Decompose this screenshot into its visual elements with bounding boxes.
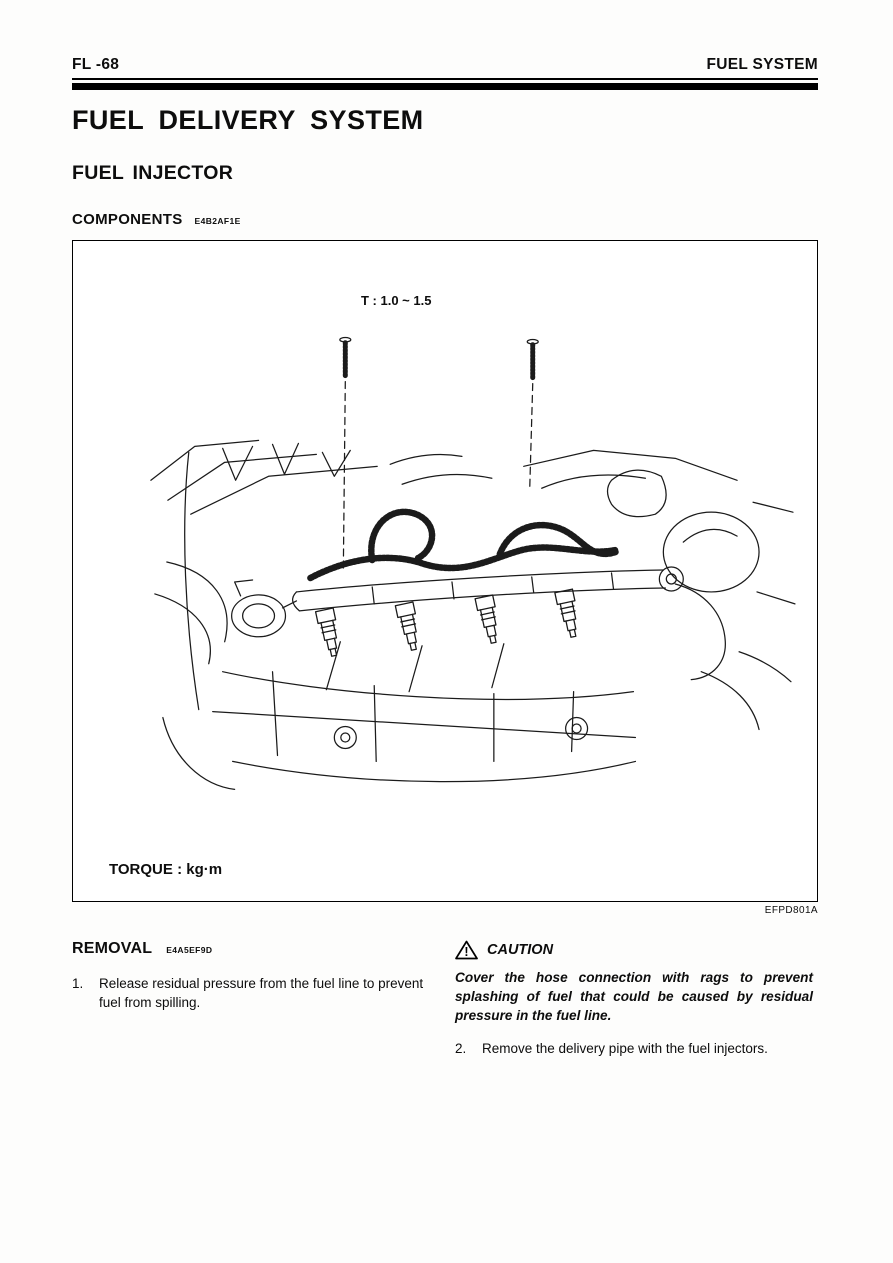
engine-block xyxy=(212,583,760,783)
wiring-harness xyxy=(307,508,619,582)
removal-column: REMOVAL E4A5EF9D 1. Release residual pre… xyxy=(72,940,434,1059)
leader-line-left xyxy=(342,380,346,573)
fuel-rail xyxy=(292,566,684,612)
step-text: Remove the delivery pipe with the fuel i… xyxy=(482,1041,768,1057)
header-divider-bar xyxy=(72,83,818,90)
torque-units-note: TORQUE : kg·m xyxy=(109,861,223,878)
section-title: FUEL SYSTEM xyxy=(706,56,818,73)
running-header: FL -68 FUEL SYSTEM xyxy=(72,56,818,80)
cowl-lines xyxy=(150,439,493,515)
removal-heading-row: REMOVAL E4A5EF9D xyxy=(72,940,434,958)
caution-header: ! CAUTION xyxy=(455,940,813,960)
removal-heading: REMOVAL xyxy=(72,940,153,957)
removal-step-2: 2. Remove the delivery pipe with the fue… xyxy=(455,1040,813,1059)
body-columns: REMOVAL E4A5EF9D 1. Release residual pre… xyxy=(72,940,818,1059)
document-subtitle: FUEL INJECTOR xyxy=(72,162,234,184)
leader-line-right xyxy=(529,382,534,489)
figure-code: EFPD801A xyxy=(764,905,818,916)
engine-diagram xyxy=(150,336,796,790)
page-content: FL -68 FUEL SYSTEM FUEL DELIVERY SYSTEM … xyxy=(72,56,818,1059)
components-heading: COMPONENTS xyxy=(72,211,183,228)
throttle-body xyxy=(231,579,298,638)
step-number: 1. xyxy=(72,976,84,991)
removal-code: E4A5EF9D xyxy=(166,945,213,955)
components-code: E4B2AF1E xyxy=(194,216,241,226)
svg-text:!: ! xyxy=(464,945,468,959)
caution-text: Cover the hose connection with rags to p… xyxy=(455,970,813,1023)
caution-triangle-icon: ! xyxy=(455,940,478,960)
components-heading-row: COMPONENTS E4B2AF1E xyxy=(72,211,818,228)
fuel-injectors xyxy=(314,588,583,659)
document-title: FUEL DELIVERY SYSTEM xyxy=(72,105,424,135)
page-number: FL -68 xyxy=(72,56,120,73)
torque-spec-label: T : 1.0 ~ 1.5 xyxy=(361,293,432,308)
intake-assembly xyxy=(523,449,796,683)
step-text: Release residual pressure from the fuel … xyxy=(99,976,424,1010)
left-hoses xyxy=(154,451,236,790)
caution-column: ! CAUTION Cover the hose connection with… xyxy=(455,940,813,1059)
mounting-bolt-left-icon xyxy=(339,336,352,381)
mounting-bolt-right-icon xyxy=(526,338,539,383)
removal-step-1: 1. Release residual pressure from the fu… xyxy=(72,975,434,1013)
caution-label: CAUTION xyxy=(487,942,554,958)
components-figure: T : 1.0 ~ 1.5 TORQUE : kg·m xyxy=(72,240,818,902)
step-number: 2. xyxy=(455,1041,467,1057)
